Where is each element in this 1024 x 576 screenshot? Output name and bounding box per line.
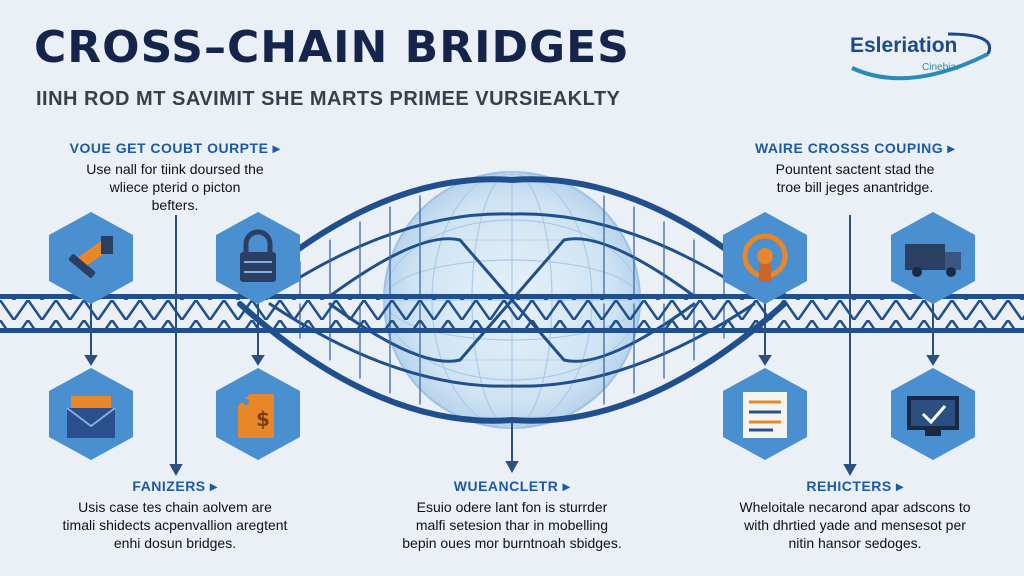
desc-line: bepin oues mor burntnoah sbidges. [402,535,622,551]
section-desc-top-right: Pountent sactent stad the troe bill jege… [720,160,990,196]
section-heading-bottom-center: WUEANCLETR ▸ [453,478,571,494]
desc-line: enhi dosun bridges. [113,535,237,551]
svg-text:$: $ [256,407,270,431]
brand-logo: Esleriation Cinebia. [838,24,998,84]
section-desc-top-left: Use nall for tiink doursed the wliece pt… [40,160,310,214]
logo-subtext: Cinebia. [922,62,959,73]
bridge-arches [237,176,787,424]
page-subtitle: IINH ROD MT SAVIMIT SHE MARTS PRIMEE VUR… [36,88,621,110]
desc-line: wliece pterid o picton [109,179,241,195]
desc-line: Esuio odere lant fon is sturrder [416,499,608,515]
section-desc-bottom-center: Esuio odere lant fon is sturrder malfi s… [372,498,652,552]
section-desc-bottom-left: Usis case tes chain aolvem are timali sh… [30,498,320,552]
truck-icon [891,212,975,304]
money-tag-icon: $ [216,368,300,460]
document-list-icon [723,368,807,460]
section-heading-top-right: WAIRE CROSSS COUPING ▸ [754,140,956,156]
desc-line: Use nall for tiink doursed the [86,161,264,177]
section-heading-top-left: VOUE GET COUBT OURPTE ▸ [69,140,281,156]
desc-line: nitin hansor sedoges. [788,535,922,551]
desc-line: with dhrtied yade and mensesot per [744,517,966,533]
desc-line: troe bill jeges anantridge. [776,179,934,195]
desc-line: malfi setesion thar in mobelling [415,517,609,533]
page-title: CROSS–CHAIN BRIDGES [34,22,630,73]
section-desc-bottom-right: Wheloitale necarond apar adscons to with… [700,498,1010,552]
desc-line: Pountent sactent stad the [775,161,935,177]
logo-swoosh-icon [851,32,992,81]
section-heading-bottom-left: FANIZERS ▸ [132,478,218,494]
tools-icon [49,212,133,304]
envelope-icon [49,368,133,460]
padlock-icon [216,212,300,304]
desc-line: Wheloitale necarond apar adscons to [739,499,971,515]
section-heading-bottom-right: REHICTERS ▸ [806,478,904,494]
node-gear-icon [723,212,807,304]
desc-line: Usis case tes chain aolvem are [78,499,272,515]
desc-line: befters. [151,197,199,213]
bridge-deck [0,294,1024,333]
logo-name: Esleriation [850,34,958,57]
desc-line: timali shidects acpenvallion aregtent [62,517,288,533]
monitor-check-icon [891,368,975,460]
